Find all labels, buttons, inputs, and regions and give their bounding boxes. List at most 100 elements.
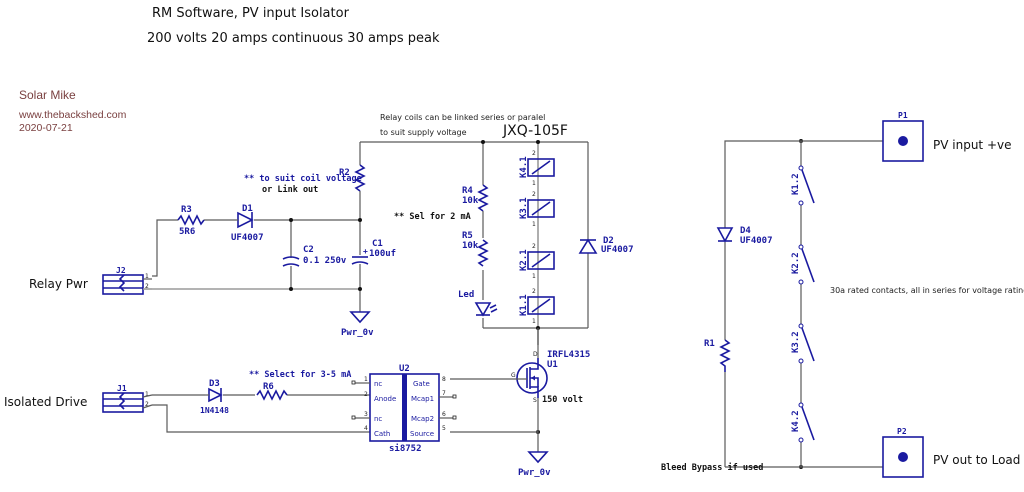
relay-model-label: JXQ-105F — [502, 123, 568, 139]
c2-value: 0.1 250v — [303, 256, 347, 266]
j2-ref: J2 — [116, 266, 126, 275]
u1-value: IRFL4315 — [547, 350, 590, 360]
k22-ref: K2.2 — [791, 252, 801, 274]
terminal-p1: P1 PV input +ve — [882, 111, 1011, 162]
u2-pin6-name: Mcap2 — [411, 415, 434, 423]
k32-ref: K3.2 — [791, 331, 801, 353]
gnd2-label: Pwr_0v — [518, 468, 551, 478]
r3-value: 5R6 — [179, 227, 195, 237]
k41-ref: K4.1 — [519, 156, 529, 178]
u1-ref: U1 — [547, 360, 558, 370]
diode-d3: D3 1N4148 — [200, 379, 229, 415]
k42-ref: K4.2 — [791, 410, 801, 432]
u1-pin-d: D — [533, 351, 538, 358]
ground-symbol-1: Pwr_0v — [341, 311, 374, 338]
relay-contact-k32: K3.2 — [791, 323, 815, 364]
schematic-title: RM Software, PV input Isolator — [152, 6, 350, 21]
u2-pin1-num: 1 — [364, 376, 368, 383]
author-name: Solar Mike — [19, 88, 76, 102]
schematic-subtitle: 200 volts 20 amps continuous 30 amps pea… — [147, 31, 440, 46]
diode-d1: D1 UF4007 — [231, 204, 264, 243]
select-3-5ma-note: ** Select for 3-5 mA — [249, 370, 351, 380]
j1-pin2: 2 — [145, 401, 149, 408]
connector-j1: J1 1 2 — [102, 384, 153, 413]
d4-ref: D4 — [740, 226, 751, 236]
terminal-p2: P2 PV out to Load — [882, 427, 1020, 478]
sel-2ma-note: ** Sel for 2 mA — [394, 212, 471, 222]
u2-pin6-num: 6 — [442, 411, 446, 418]
d2-value: UF4007 — [601, 245, 634, 255]
c1-value: 100uf — [369, 249, 396, 259]
relay-coils-note-line1: Relay coils can be linked series or para… — [380, 113, 545, 122]
d4-value: UF4007 — [740, 236, 773, 246]
relay-coils-note-line2: to suit supply voltage — [380, 128, 467, 137]
k41-pin1: 1 — [532, 180, 536, 187]
k21-pin1: 1 — [532, 273, 536, 280]
u2-pin8-num: 8 — [442, 376, 446, 383]
diode-d2: D2 UF4007 — [578, 236, 634, 256]
relay-contact-k42: K4.2 — [791, 402, 815, 443]
r5-value: 10k — [462, 241, 479, 251]
u2-part: si8752 — [389, 443, 422, 454]
author-website: www.thebackshed.com — [18, 109, 127, 121]
j1-ref: J1 — [117, 384, 127, 393]
isolated-drive-label: Isolated Drive — [4, 395, 87, 409]
mosfet-voltage-note: 150 volt — [542, 395, 583, 405]
r4-value: 10k — [462, 196, 479, 206]
c1-polarity: + — [363, 247, 368, 256]
r6-ref: R6 — [263, 382, 274, 392]
author-date: 2020-07-21 — [19, 122, 73, 134]
d1-value: UF4007 — [231, 233, 264, 243]
r3-ref: R3 — [181, 205, 192, 215]
connector-j2: J2 1 2 — [102, 266, 152, 295]
relay-contact-k22: K2.2 — [791, 244, 815, 285]
u2-pin2-num: 2 — [364, 391, 368, 398]
relay-contact-k12: K1.2 — [791, 165, 815, 206]
k11-pin2: 2 — [532, 288, 536, 295]
relay-coil-k11: 2 1 K1.1 — [519, 288, 555, 325]
resistor-r6: R6 — [256, 382, 288, 401]
r1-ref: R1 — [704, 339, 715, 349]
relay-coils: 2 1 K4.1 2 1 K3.1 2 1 K2.1 2 1 K1.1 — [519, 150, 555, 325]
u2-pin3-num: 3 — [364, 411, 368, 418]
k11-pin1: 1 — [532, 318, 536, 325]
k31-pin1: 1 — [532, 221, 536, 228]
resistor-r1: R1 — [704, 339, 731, 372]
junction-dots — [289, 139, 803, 469]
k41-pin2: 2 — [532, 150, 536, 157]
resistor-r5: R5 10k — [462, 231, 489, 267]
contacts-note: 30a rated contacts, all in series for vo… — [830, 286, 1024, 295]
p1-ref: P1 — [898, 111, 908, 120]
pv-output-label: PV out to Load — [933, 453, 1020, 467]
u1-pin-s: S — [533, 397, 537, 404]
u2-pin4-num: 4 — [364, 425, 368, 432]
ground-symbol-2: Pwr_0v — [518, 451, 551, 478]
r2-ref: R2 — [339, 168, 350, 178]
relay-power-wires — [152, 141, 589, 345]
r5-ref: R5 — [462, 231, 473, 241]
mosfet-u1: G D S IRFL4315 U1 — [510, 350, 590, 404]
k31-pin2: 2 — [532, 191, 536, 198]
drive-wires — [152, 328, 539, 452]
relay-pwr-label: Relay Pwr — [29, 277, 88, 291]
u2-pin2-name: Anode — [374, 395, 396, 403]
u2-pin7-num: 7 — [442, 390, 446, 397]
u2-ref: U2 — [399, 364, 410, 374]
j2-pin1: 1 — [145, 273, 149, 280]
u2-pin3-name: nc — [374, 415, 382, 423]
resistor-r3: R3 5R6 — [177, 205, 205, 237]
c1-ref: C1 — [372, 239, 383, 249]
relay-coil-k41: 2 1 K4.1 — [519, 150, 555, 187]
c2-ref: C2 — [303, 245, 314, 255]
u2-pin5-num: 5 — [442, 425, 446, 432]
d3-value: 1N4148 — [200, 406, 229, 415]
coil-voltage-note-line1: ** to suit coil voltage — [244, 173, 362, 184]
u2-pin1-name: nc — [374, 380, 382, 388]
d2-ref: D2 — [603, 236, 614, 246]
p2-ref: P2 — [897, 427, 907, 436]
k21-ref: K2.1 — [519, 249, 529, 271]
resistor-r4: R4 10k — [462, 184, 489, 216]
k31-ref: K3.1 — [519, 197, 529, 219]
